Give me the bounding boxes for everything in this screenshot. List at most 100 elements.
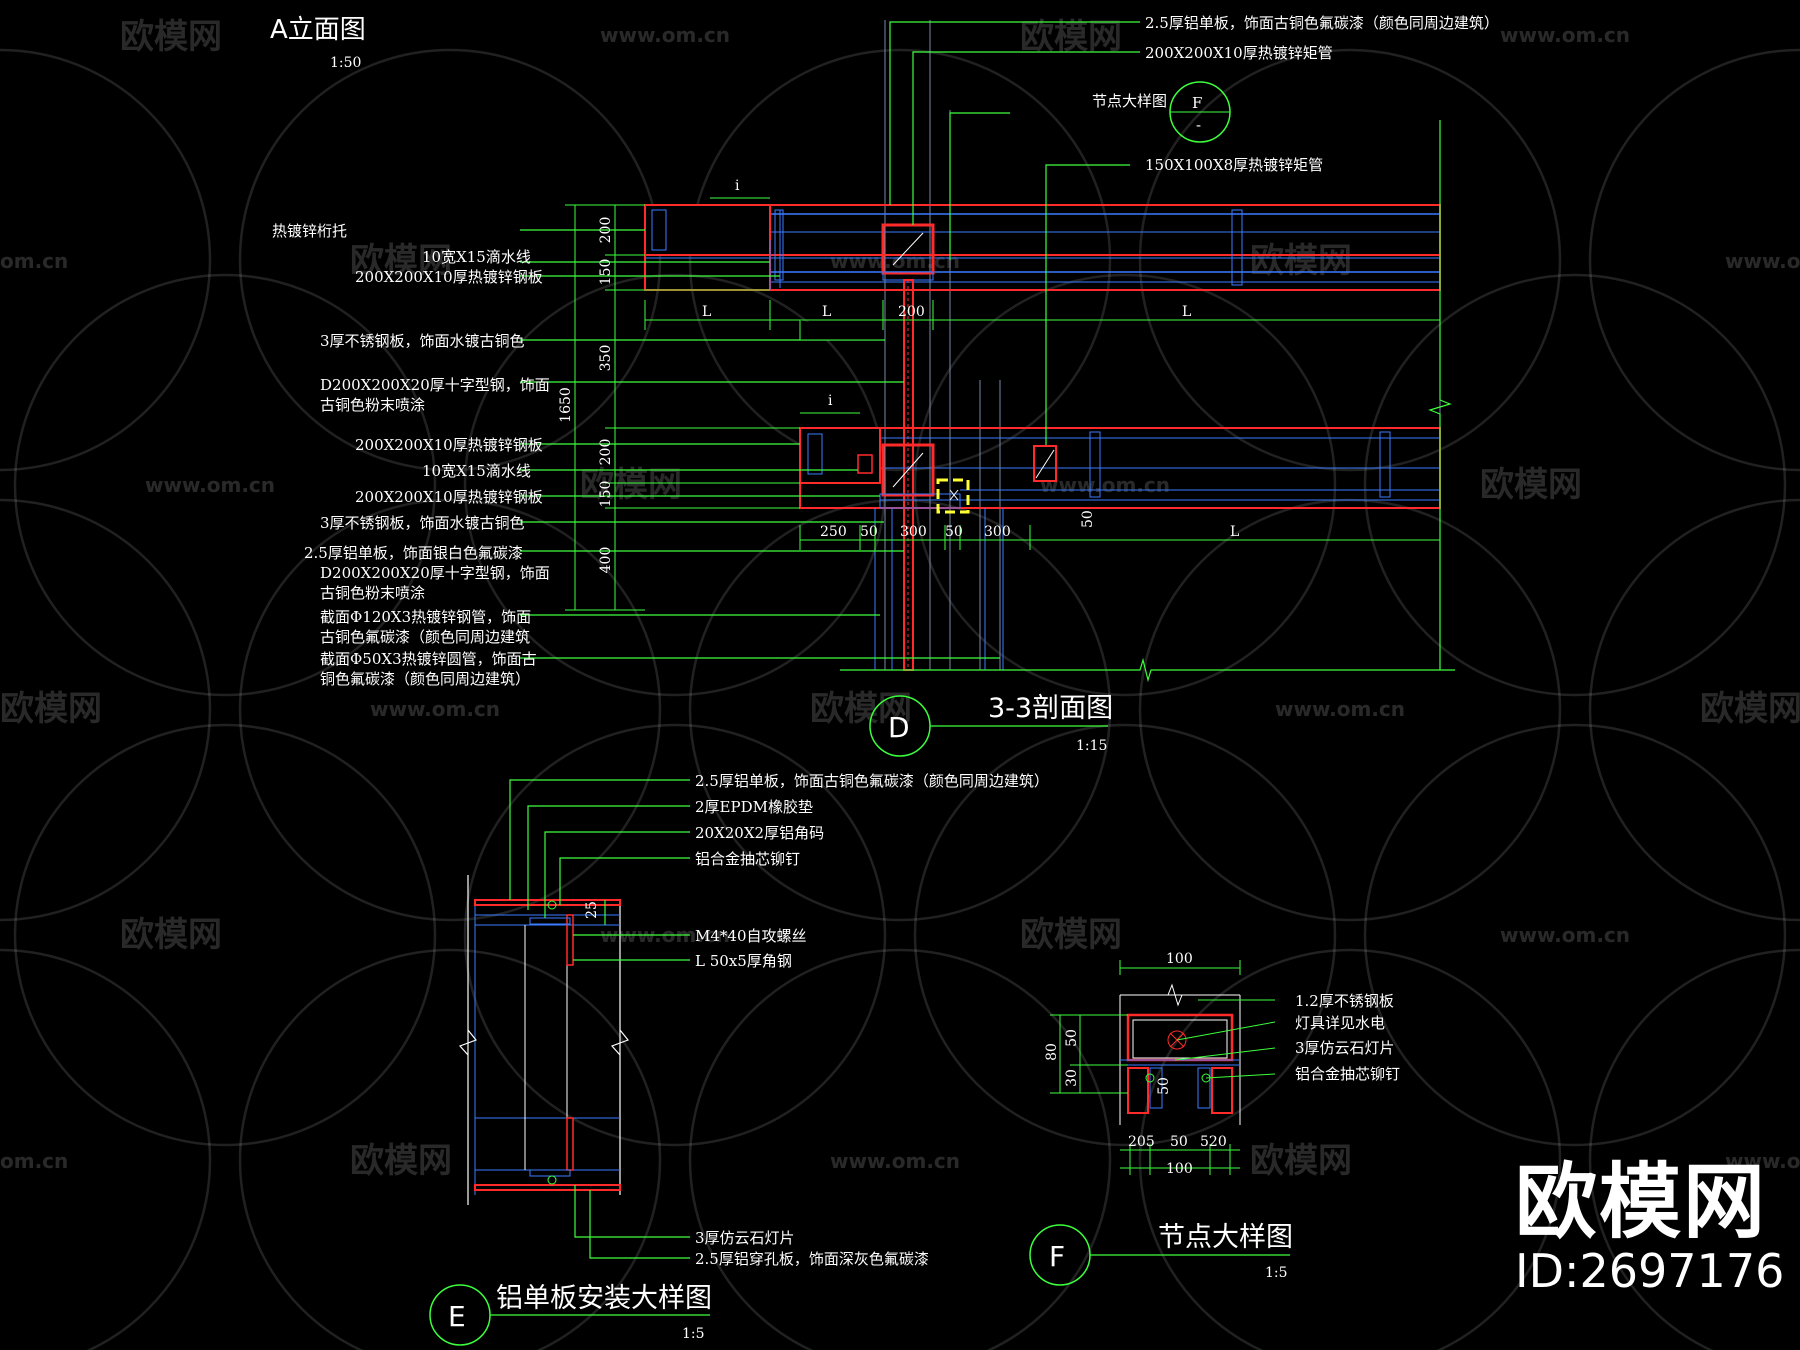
vertical-dimensions: 200 150 350 1650 200 150 400 (558, 217, 614, 574)
lower-beam (799, 427, 1441, 514)
dim-v-200a: 200 (598, 217, 614, 244)
label-rect-tube-150: 150X100X8厚热镀锌矩管 (1145, 156, 1323, 174)
top-dimensions: L L 200 L (702, 304, 1191, 320)
watermark-brand: 欧模网 (1700, 689, 1800, 729)
watermark-url: www.om.cn (145, 473, 275, 497)
watermark-url: www.om.cn (1725, 249, 1800, 273)
label-truss: 热镀锌桁托 (272, 222, 347, 240)
detail-e-symbol: E (448, 1300, 466, 1333)
detail-e-label-screw: M4*40自攻螺丝 (695, 927, 807, 945)
section-left-labels: 热镀锌桁托 10宽X15滴水线 200X200X10厚热镀锌钢板 3厚不锈钢板，… (272, 222, 550, 688)
section-scale: 1:15 (1076, 738, 1107, 754)
dim-v-150b: 150 (598, 481, 614, 508)
section-right-labels: 2.5厚铝单板，饰面古铜色氟碳漆（颜色同周边建筑） 200X200X10厚热镀锌… (1145, 14, 1499, 174)
watermark-url: www.om.cn (1040, 473, 1170, 497)
label-steel-plate-1: 200X200X10厚热镀锌钢板 (355, 268, 543, 286)
detail-e-label-panel: 2.5厚铝单板，饰面古铜色氟碳漆（颜色同周边建筑） (695, 772, 1049, 790)
dim-bot-50b: 50 (945, 524, 963, 540)
detail-f-dim-inner: 50 (1156, 1077, 1172, 1095)
dim-v-150a: 150 (598, 259, 614, 286)
bottom-dimension-line (799, 525, 1441, 550)
watermark-url: om.cn (0, 1149, 68, 1173)
dim-bot-50a: 50 (860, 524, 878, 540)
label-cross-steel-2a: D200X200X20厚十字型钢，饰面 (320, 564, 550, 582)
watermark-url: www.om.cn (830, 1149, 960, 1173)
detail-e-label-angle-steel: L 50x5厚角钢 (695, 952, 792, 970)
watermark-brand: 欧模网 (580, 465, 682, 505)
detail-f-dim-left-a: 50 (1064, 1029, 1080, 1047)
detail-e-label-epdm: 2厚EPDM橡胶垫 (695, 798, 813, 816)
detail-f-dim-left-outer: 80 (1044, 1043, 1060, 1061)
label-drip-line-2: 10宽X15滴水线 (422, 462, 531, 480)
detail-e-leaders (509, 779, 690, 1259)
vertical-dimension-line (565, 204, 800, 611)
corner-brand-logo: 欧模网 (1515, 1155, 1768, 1250)
main-column (903, 279, 914, 671)
detail-f: 100 80 50 30 50 205 50 520 100 1.2厚不锈钢板 … (1029, 951, 1400, 1286)
dim-bot-300b: 300 (984, 524, 1011, 540)
dim-v-200b: 200 (598, 439, 614, 466)
label-aluminum-silver: 2.5厚铝单板，饰面银白色氟碳漆 (304, 544, 523, 562)
label-pipe-50b: 铜色氟碳漆（颜色同周边建筑） (320, 670, 530, 688)
watermark-url: www.om.cn (370, 697, 500, 721)
detail-f-dim-bot-2: 50 (1170, 1134, 1188, 1150)
callout-letter: F (1192, 94, 1202, 112)
watermark-brand: 欧模网 (1480, 465, 1582, 505)
section-title: 3-3剖面图 (988, 693, 1113, 724)
detail-f-label-lamp: 灯具详见水电 (1295, 1014, 1385, 1032)
section-marks: i i (710, 178, 860, 414)
label-pipe-50a: 截面Φ50X3热镀锌圆管，饰面古 (320, 650, 537, 668)
detail-f-label-rivet: 铝合金抽芯铆钉 (1295, 1065, 1400, 1083)
dim-bot-300a: 300 (900, 524, 927, 540)
watermark-brand: 欧模网 (120, 915, 222, 955)
detail-f-dim-bot-total: 100 (1166, 1161, 1193, 1177)
dim-bot-50c: 50 (1080, 510, 1096, 528)
detail-f-dim-bot-1: 205 (1128, 1134, 1155, 1150)
label-cross-steel-2b: 古铜色粉末喷涂 (320, 584, 425, 602)
highlight-box (936, 478, 970, 514)
a-elevation-title: A立面图 (270, 15, 366, 45)
detail-e-dim: 25 (584, 901, 600, 919)
detail-f-dim-lines (1050, 960, 1276, 1175)
detail-f-dim-left-b: 30 (1064, 1069, 1080, 1087)
label-drip-line-1: 10宽X15滴水线 (422, 248, 531, 266)
dim-bot-250: 250 (820, 524, 847, 540)
watermark-url: om.cn (0, 249, 68, 273)
detail-f-dim-bot-3: 520 (1200, 1134, 1227, 1150)
detail-e-title: E 铝单板安装大样图 1:5 (429, 1283, 712, 1346)
watermark-url: www.om.cn (600, 23, 730, 47)
dim-top-l2: L (822, 304, 831, 320)
label-rect-tube-200: 200X200X10厚热镀锌矩管 (1145, 44, 1333, 62)
detail-e-label-rivet: 铝合金抽芯铆钉 (695, 850, 800, 868)
detail-f-dim-top: 100 (1166, 951, 1193, 967)
detail-f-scale: 1:5 (1265, 1265, 1288, 1281)
dim-top-200: 200 (898, 304, 925, 320)
label-steel-plate-3: 200X200X10厚热镀锌钢板 (355, 488, 543, 506)
watermark-brand: 欧模网 (0, 689, 102, 729)
detail-f-symbol: F (1049, 1240, 1065, 1273)
detail-e-label-angle-clip: 20X20X2厚铝角码 (695, 824, 824, 842)
watermark-texts: 欧模网 www.om.cn 欧模网 www.om.cn om.cn 欧模网 ww… (0, 17, 1800, 1181)
dim-top-l3: L (1182, 304, 1191, 320)
corner-id-label: ID:2697176 (1515, 1244, 1785, 1298)
section-3-3: 200 150 350 1650 200 150 400 L L 200 L (272, 14, 1499, 757)
label-cross-steel-1a: D200X200X20厚十字型钢，饰面 (320, 376, 550, 394)
watermark-brand: 欧模网 (1250, 241, 1352, 281)
dim-v-350: 350 (598, 345, 614, 372)
watermark-layer: 欧模网 www.om.cn 欧模网 www.om.cn om.cn 欧模网 ww… (0, 17, 1800, 1350)
watermark-url: www.om.cn (1275, 697, 1405, 721)
watermark-url: www.om.cn (830, 249, 960, 273)
a-elevation-label: A立面图 1:50 (270, 15, 366, 71)
label-stainless-2: 3厚不锈钢板，饰面水镀古铜色 (320, 514, 525, 532)
detail-e-labels: 2.5厚铝单板，饰面古铜色氟碳漆（颜色同周边建筑） 2厚EPDM橡胶垫 20X2… (695, 772, 1049, 1268)
callout-text: 节点大样图 (1092, 92, 1167, 110)
dim-bot-l: L (1230, 524, 1239, 540)
label-stainless-1: 3厚不锈钢板，饰面水镀古铜色 (320, 332, 525, 350)
detail-f-title-text: 节点大样图 (1158, 1222, 1293, 1253)
detail-e-title-text: 铝单板安装大样图 (496, 1283, 712, 1314)
label-pipe-120a: 截面Φ120X3热镀锌钢管，饰面 (320, 608, 531, 626)
label-steel-plate-2: 200X200X10厚热镀锌钢板 (355, 436, 543, 454)
watermark-brand: 欧模网 (1020, 17, 1122, 57)
detail-f-structure (1119, 983, 1241, 1125)
